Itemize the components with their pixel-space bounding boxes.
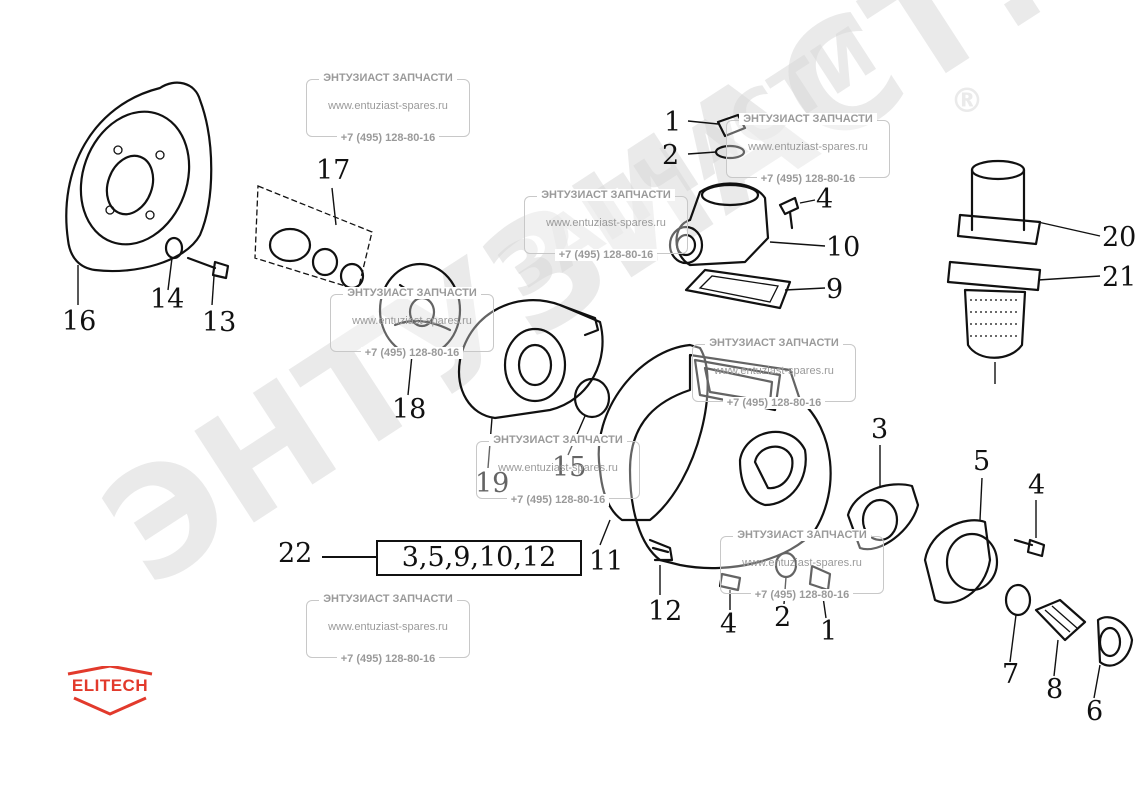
watermark-box: ЭНТУЗИАСТ ЗАПЧАСТИ www.entuziast-spares.…	[476, 434, 640, 506]
label-2-bottom: 2	[774, 602, 791, 633]
watermark-site: www.entuziast-spares.ru	[328, 100, 448, 112]
leader-lines	[77, 120, 1101, 699]
part-16-flange-plate	[65, 81, 213, 273]
part-21-strainer	[946, 260, 1042, 359]
watermark-box: ЭНТУЗИАСТ ЗАПЧАСТИ www.entuziast-spares.…	[330, 287, 494, 359]
label-4-top: 4	[816, 184, 833, 215]
part-6-nut	[1096, 616, 1134, 667]
label-16: 16	[62, 306, 96, 337]
watermark-phone: +7 (495) 128-80-16	[722, 397, 826, 409]
label-15: 15	[552, 452, 586, 483]
label-6: 6	[1086, 696, 1103, 727]
watermark-site: www.entuziast-spares.ru	[328, 621, 448, 633]
watermark-phone: +7 (495) 128-80-16	[360, 347, 464, 359]
watermark-site: www.entuziast-spares.ru	[546, 217, 666, 229]
label-13: 13	[202, 307, 236, 338]
watermark-box: ЭНТУЗИАСТ ЗАПЧАСТИ www.entuziast-spares.…	[720, 529, 884, 601]
part-12-drain	[651, 546, 670, 554]
registered-mark: ®	[950, 81, 984, 121]
label-4-bottom: 4	[720, 609, 737, 640]
part-19-volute	[457, 299, 604, 420]
label-1-top: 1	[664, 107, 681, 138]
logo-text: ELITECH	[71, 676, 149, 695]
kit-number: 22	[278, 538, 313, 569]
kit-contents-box: 3,5,9,10,12	[376, 540, 582, 576]
part-20-hose-nipple	[956, 159, 1042, 246]
watermark-site: www.entuziast-spares.ru	[748, 141, 868, 153]
part-11-gasket	[597, 343, 709, 522]
part-4-bolt-side	[1013, 538, 1046, 558]
part-7-clamp-ring	[1004, 583, 1032, 617]
watermark-box: ЭНТУЗИАСТ ЗАПЧАСТИ www.entuziast-spares.…	[726, 113, 890, 185]
watermark-company: ЭНТУЗИАСТ ЗАПЧАСТИ	[537, 189, 675, 201]
watermark-phone: +7 (495) 128-80-16	[750, 589, 854, 601]
watermark-company: ЭНТУЗИАСТ ЗАПЧАСТИ	[705, 337, 843, 349]
label-7: 7	[1002, 659, 1019, 690]
watermark-company: ЭНТУЗИАСТ ЗАПЧАСТИ	[319, 72, 457, 84]
watermark-company: ЭНТУЗИАСТ ЗАПЧАСТИ	[733, 529, 871, 541]
part-14-washer	[164, 236, 184, 260]
watermark-phone: +7 (495) 128-80-16	[336, 653, 440, 665]
label-17: 17	[316, 155, 350, 186]
label-14: 14	[150, 284, 184, 315]
label-3: 3	[871, 414, 888, 445]
elitech-logo: ELITECH	[60, 666, 160, 716]
part-4-bolt-top	[778, 196, 800, 230]
part-9-gasket-top	[684, 268, 792, 310]
kit-leader	[322, 556, 376, 558]
label-12: 12	[648, 596, 682, 627]
label-2-top: 2	[662, 140, 679, 171]
part-8-hose-tail	[1034, 598, 1087, 642]
watermark-box: ЭНТУЗИАСТ ЗАПЧАСТИ www.entuziast-spares.…	[306, 593, 470, 665]
part-15-oring	[573, 377, 611, 419]
label-8: 8	[1046, 674, 1063, 705]
watermark-site: www.entuziast-spares.ru	[742, 557, 862, 569]
watermark-phone: +7 (495) 128-80-16	[756, 173, 860, 185]
watermark-phone: +7 (495) 128-80-16	[506, 494, 610, 506]
logo-chevrons	[67, 666, 153, 716]
part-5-side-flange	[923, 519, 999, 604]
label-21: 21	[1102, 262, 1136, 293]
watermark-phone: +7 (495) 128-80-16	[554, 249, 658, 261]
label-18: 18	[392, 394, 426, 425]
label-10: 10	[826, 232, 860, 263]
watermark-box: ЭНТУЗИАСТ ЗАПЧАСТИ www.entuziast-spares.…	[524, 189, 688, 261]
watermark-site: www.entuziast-spares.ru	[498, 462, 618, 474]
watermark-site: www.entuziast-spares.ru	[714, 365, 834, 377]
part-13-bolt	[186, 256, 230, 280]
watermark-box: ЭНТУЗИАСТ ЗАПЧАСТИ www.entuziast-spares.…	[306, 72, 470, 144]
watermark-box: ЭНТУЗИАСТ ЗАПЧАСТИ www.entuziast-spares.…	[692, 337, 856, 409]
part-1-plug-top	[716, 113, 747, 138]
watermark-site: www.entuziast-spares.ru	[352, 315, 472, 327]
watermark-company: ЭНТУЗИАСТ ЗАПЧАСТИ	[489, 434, 627, 446]
part-10-elbow	[668, 182, 770, 267]
part-17-seal-kit	[254, 185, 373, 291]
label-9: 9	[826, 274, 843, 305]
label-4-side: 4	[1028, 470, 1045, 501]
watermark-company: ЭНТУЗИАСТ ЗАПЧАСТИ	[319, 593, 457, 605]
watermark-company: ЭНТУЗИАСТ ЗАПЧАСТИ	[343, 287, 481, 299]
watermark-phone: +7 (495) 128-80-16	[336, 132, 440, 144]
watermark-company: ЭНТУЗИАСТ ЗАПЧАСТИ	[739, 113, 877, 125]
part-number-labels: 1 2 4 10 9 20 21 16 14 13 17 18 19 15 11…	[62, 107, 1136, 727]
label-11: 11	[589, 546, 623, 577]
label-1-bottom: 1	[820, 616, 837, 647]
label-20: 20	[1102, 222, 1136, 253]
label-5: 5	[973, 446, 990, 477]
